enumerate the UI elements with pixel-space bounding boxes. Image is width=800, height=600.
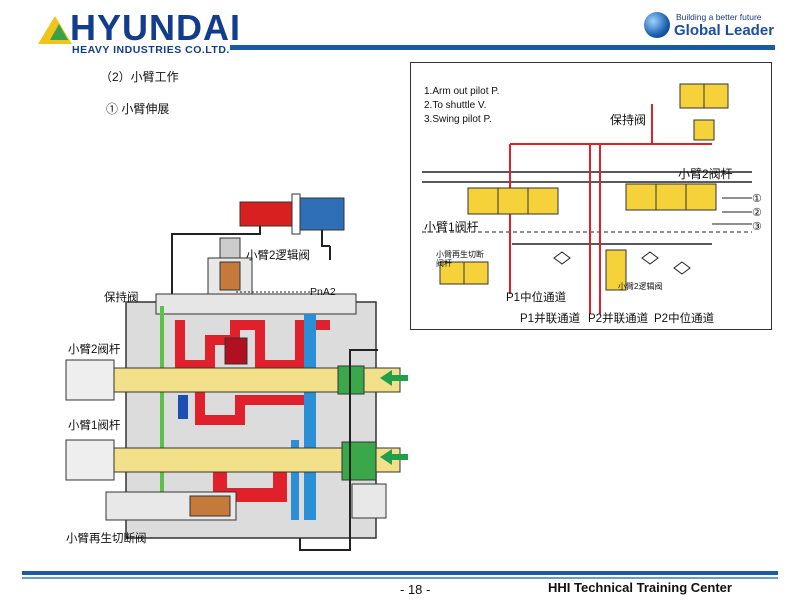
schematic-drawing — [422, 83, 752, 314]
schematic-label-p2-parallel: P2并联通道 — [588, 313, 649, 325]
footer-rule-thin — [22, 577, 778, 579]
port-number-2: ② — [752, 207, 762, 219]
schematic-label-arm2-spool: 小臂2阀杆 — [678, 167, 733, 181]
valve-cross-section — [65, 193, 401, 551]
cylinder-rod-side — [239, 201, 301, 227]
schematic-label-holding-valve: 保持阀 — [610, 113, 647, 127]
arm1-pilot-arrow-icon — [380, 449, 408, 465]
arm1-spool-block-a — [467, 187, 499, 215]
footer-rule — [22, 571, 778, 575]
pressure-passage-upper — [175, 320, 330, 370]
arm1-spool-block-c — [527, 187, 559, 215]
valve-top-block — [155, 293, 357, 315]
tagline: Building a better future — [676, 12, 762, 22]
regen-valve-block-b — [463, 261, 489, 285]
drain-hose — [299, 349, 378, 551]
header-rule — [230, 45, 775, 50]
label-arm2-logic-valve: 小臂2逻辑阀 — [246, 250, 310, 262]
return-port — [178, 395, 188, 419]
schematic-label-p2-center: P2中位通道 — [654, 313, 715, 325]
label-holding-valve: 保持阀 — [104, 292, 139, 304]
schematic-label-p1-parallel: P1并联通道 — [520, 313, 581, 325]
note-1: 1.Arm out pilot P. — [424, 86, 500, 97]
pressure-passage-lower — [213, 470, 287, 502]
label-regen-cutoff-valve: 小臂再生切断阀 — [66, 533, 147, 545]
arm2-spool-block-a — [625, 183, 657, 211]
pressure-chamber — [224, 337, 248, 365]
note-3: 3.Swing pilot P. — [424, 114, 492, 125]
note-2: 2.To shuttle V. — [424, 100, 487, 111]
logic-valve-cap — [219, 237, 241, 259]
logic-valve-block — [605, 249, 627, 291]
logo-triangle-inner-icon — [50, 24, 68, 40]
hose-head — [321, 230, 330, 247]
holding-check-block — [693, 119, 715, 141]
check-valve-2 — [641, 251, 659, 265]
port-number-3: ③ — [752, 221, 762, 233]
section-title: （2）小臂工作 — [100, 70, 179, 84]
label-pna2: PnA2 — [310, 286, 336, 298]
page-number: - 18 - — [400, 582, 431, 597]
arm2-spool-cap — [65, 359, 115, 401]
arm2-spool-block-b — [655, 183, 687, 211]
arm2-spool-block-c — [685, 183, 717, 211]
logic-valve-spring — [219, 261, 241, 291]
side-cover — [351, 483, 387, 519]
holding-valve-block-a — [679, 83, 705, 109]
check-valve-1 — [553, 251, 571, 265]
brand-subtitle: HEAVY INDUSTRIES CO.LTD. — [72, 44, 230, 56]
check-valve-3 — [673, 261, 691, 275]
globe-icon — [644, 12, 670, 38]
cylinder-head-side — [299, 197, 345, 231]
holding-valve-block-b — [703, 83, 729, 109]
regen-spool-spring — [189, 495, 231, 517]
section-subtitle: ① 小臂伸展 — [106, 102, 170, 116]
arm2-pilot-arrow-icon — [380, 370, 408, 386]
schematic-label-p1-center: P1中位通道 — [506, 292, 567, 304]
schematic-label-arm2-logic: 小臂2逻辑阀 — [618, 282, 663, 291]
arm1-pilot-cap — [341, 441, 377, 481]
slogan: Global Leader — [674, 22, 775, 39]
cylinder-piston — [291, 193, 301, 235]
schematic-label-regen-cutoff: 小臂再生切断阀杆 — [436, 250, 484, 268]
footer-center-name: HHI Technical Training Center — [548, 580, 732, 595]
label-arm2-spool: 小臂2阀杆 — [68, 344, 121, 356]
port-number-1: ① — [752, 193, 762, 205]
schematic-label-arm1-spool: 小臂1阀杆 — [424, 220, 479, 234]
brand-name: HYUNDAI — [70, 7, 242, 48]
label-arm1-spool: 小臂1阀杆 — [68, 420, 121, 432]
arm1-spool-cap — [65, 439, 115, 481]
arm1-spool-block-b — [497, 187, 529, 215]
